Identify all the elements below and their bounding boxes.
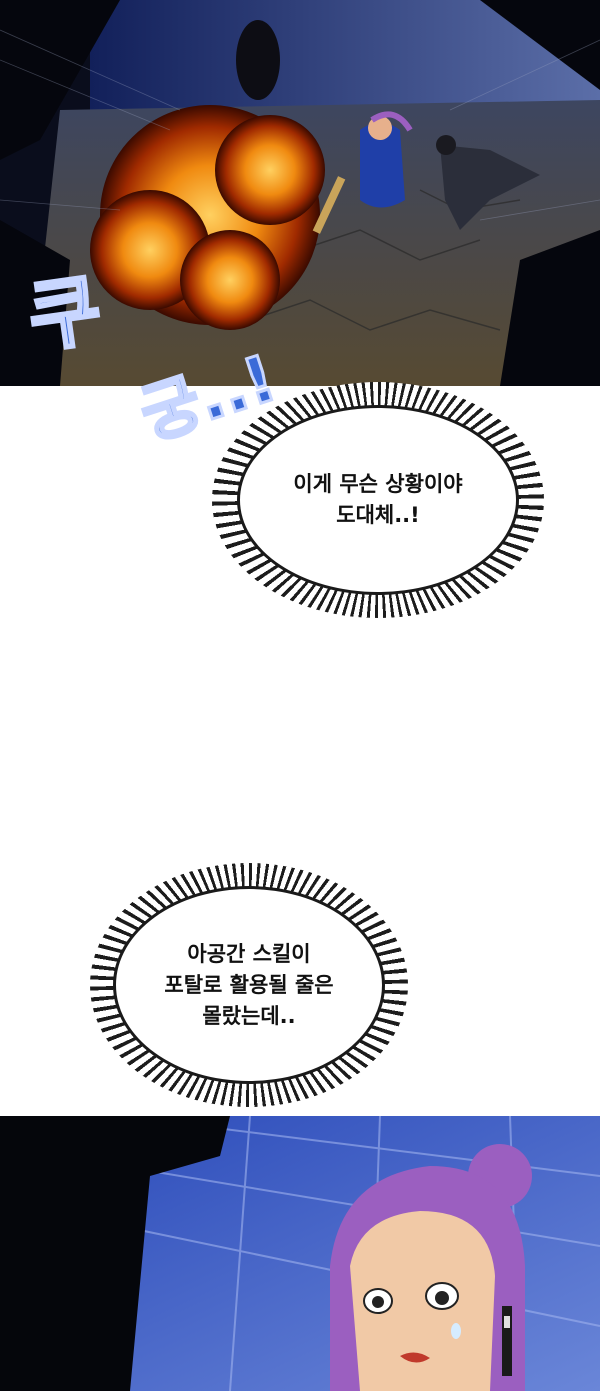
fighting-figures <box>236 20 540 234</box>
sfx-line-1: 쿠 <box>23 265 107 364</box>
speech-bubble-1: 이게 무슨 상황이야 도대체..! <box>212 382 544 618</box>
panel-character-closeup <box>0 1116 600 1391</box>
sound-effect-kukung: 쿠 궁..! <box>20 250 320 456</box>
bubble-body <box>240 408 516 592</box>
explosion-scene-art <box>0 0 600 386</box>
panel-explosion-scene <box>0 0 600 386</box>
bubble-body <box>116 889 382 1081</box>
speech-text-1: 이게 무슨 상황이야 도대체..! <box>293 472 463 527</box>
speech-text-2: 아공간 스킬이 포탈로 활용될 줄은 몰랐는데.. <box>164 941 334 1028</box>
speech-bubble-2: 아공간 스킬이 포탈로 활용될 줄은 몰랐는데.. <box>90 863 408 1107</box>
explosion-fire <box>90 105 325 330</box>
purple-haired-character <box>330 1144 532 1391</box>
character-art <box>0 1116 600 1391</box>
